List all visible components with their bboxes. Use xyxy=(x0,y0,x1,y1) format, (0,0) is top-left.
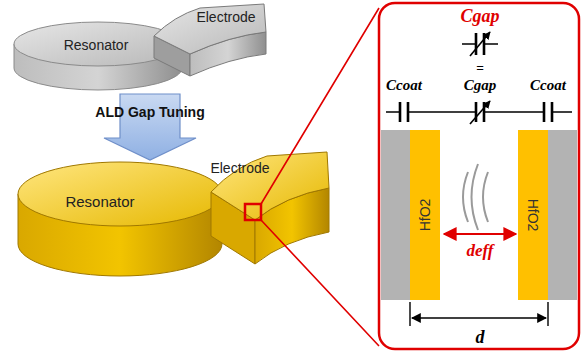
capacitance-symbol: Cgap xyxy=(460,6,499,27)
capacitance-symbol: Cgap xyxy=(464,77,497,94)
part-label: Electrode xyxy=(210,160,269,176)
coated-resonator-disk-shape xyxy=(16,160,224,280)
zoom-marker xyxy=(245,204,261,220)
field-lines xyxy=(463,164,488,230)
resonator-section xyxy=(548,130,577,300)
dimension-label: deff xyxy=(466,241,493,261)
variable-capacitor-symbol xyxy=(462,32,498,56)
electrode-block: Electrode xyxy=(150,2,268,78)
part-label: Electrode xyxy=(196,9,255,25)
part-label: Resonator xyxy=(65,193,134,210)
gap-dimension xyxy=(444,233,516,235)
part-label: Resonator xyxy=(64,37,129,53)
block-arrow xyxy=(104,94,196,160)
total-dimension xyxy=(410,302,548,326)
process-arrow xyxy=(104,94,196,160)
coating-layer: HfO2 xyxy=(410,130,440,300)
coated-resonator-disk: Resonator xyxy=(16,160,224,280)
zoom-leader xyxy=(261,8,379,346)
equivalence-sign: = xyxy=(476,61,484,76)
coating-layer: HfO2 xyxy=(518,130,548,300)
zoom-frame xyxy=(379,3,579,349)
electrode-section xyxy=(381,130,410,300)
material-label: HfO2 xyxy=(525,199,541,232)
capacitance-symbol: Ccoat xyxy=(386,77,422,94)
capacitance-symbol: Ccoat xyxy=(530,77,566,94)
series-capacitor-symbol xyxy=(386,101,572,124)
process-label: ALD Gap Tuning xyxy=(95,104,204,120)
dimension-label: d xyxy=(476,327,485,348)
coated-electrode-block: Electrode xyxy=(205,148,333,268)
material-label: HfO2 xyxy=(417,199,433,232)
